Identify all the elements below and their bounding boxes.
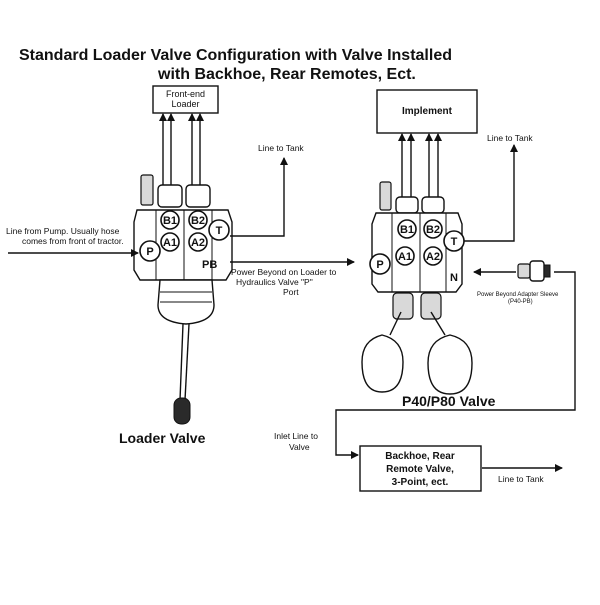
p40-port-b1 [397, 219, 417, 239]
svg-text:P: P [146, 246, 153, 258]
svg-text:T: T [216, 225, 223, 237]
backhoe-label-2: Remote Valve, [386, 464, 454, 475]
loader-port-b2 [188, 210, 208, 230]
pump-label-1: Line from Pump. Usually hose [6, 226, 120, 236]
title-line-1: Standard Loader Valve Configuration with… [19, 47, 452, 64]
p40-spool-cap-left [395, 196, 419, 214]
front-end-loader-label-1: Front-end [166, 89, 205, 99]
title-line-2: with Backhoe, Rear Remotes, Ect. [157, 66, 416, 83]
loader-joystick-lever [179, 323, 184, 401]
p40-spool-link-right [420, 292, 442, 320]
line-to-tank-label-3: Line to Tank [498, 474, 544, 484]
p40-lever-knob-left [361, 334, 404, 393]
power-beyond-label-3: Port [283, 287, 299, 297]
loader-port-pb: PB [202, 259, 217, 271]
loader-port-p [139, 240, 161, 262]
svg-text:B2: B2 [191, 215, 205, 227]
adapter-label-2: (P40-PB) [508, 299, 533, 305]
loader-valve-caption: Loader Valve [119, 430, 206, 446]
svg-text:P: P [376, 259, 383, 271]
p40-relief-fitting [379, 181, 392, 211]
loader-port-b1 [160, 210, 180, 230]
power-beyond-label-1: Power Beyond on Loader to [231, 267, 337, 277]
loader-spool-cap-left [157, 184, 183, 208]
p40-port-b2 [423, 219, 443, 239]
loader-port-a2 [188, 232, 208, 252]
svg-text:A1: A1 [398, 251, 412, 263]
p40-valve-body [371, 212, 463, 293]
loader-relief-fitting [140, 174, 154, 206]
loader-joystick-handle [173, 397, 191, 425]
p40-port-a2 [423, 246, 443, 266]
adapter-label-1: Power Beyond Adapter Sleeve [477, 292, 559, 298]
backhoe-label-1: Backhoe, Rear [385, 451, 455, 462]
backhoe-label-3: 3-Point, ect. [392, 477, 449, 488]
implement-label: Implement [402, 106, 453, 117]
loader-port-t [208, 219, 230, 241]
backhoe-box [359, 445, 482, 492]
pump-label-2: comes from front of tractor. [22, 236, 124, 246]
p40-tank-line [464, 144, 518, 242]
front-end-loader-box [152, 85, 219, 114]
n-port-loop-right [554, 271, 576, 404]
line-to-tank-label-2: Line to Tank [487, 133, 533, 143]
p40-port-p [369, 253, 391, 275]
svg-text:A2: A2 [191, 237, 205, 249]
inlet-line [335, 404, 576, 459]
inlet-label-1: Inlet Line to [274, 431, 318, 441]
p40-port-n: N [450, 272, 458, 284]
svg-text:T: T [451, 236, 458, 248]
implement-box [376, 89, 478, 134]
p40-spool-link-left [392, 292, 414, 320]
svg-text:B1: B1 [163, 215, 177, 227]
inlet-label-2: Valve [289, 442, 310, 452]
svg-text:B2: B2 [426, 224, 440, 236]
front-end-loader-label-2: Loader [171, 99, 199, 109]
p40-lever-knob-right [427, 334, 473, 395]
loader-port-a1 [160, 232, 180, 252]
p40-port-a1 [395, 246, 415, 266]
loader-tank-line [230, 157, 288, 237]
power-beyond-label-2: Hydraulics Valve "P" [236, 277, 313, 287]
loader-valve: Front-end Loader B1 B2 A1 A2 P [133, 85, 233, 425]
svg-text:B1: B1 [400, 224, 414, 236]
loader-spool-cap-right [185, 184, 211, 208]
loader-valve-body [133, 209, 233, 281]
p40-valve: Implement B1 B2 A1 A2 P T [361, 89, 478, 395]
p40-valve-caption: P40/P80 Valve [402, 393, 496, 409]
p40-spool-cap-right [421, 196, 445, 214]
power-beyond-adapter-sleeve [517, 260, 551, 282]
svg-text:A1: A1 [163, 237, 177, 249]
svg-text:A2: A2 [426, 251, 440, 263]
line-to-tank-label-1: Line to Tank [258, 143, 304, 153]
